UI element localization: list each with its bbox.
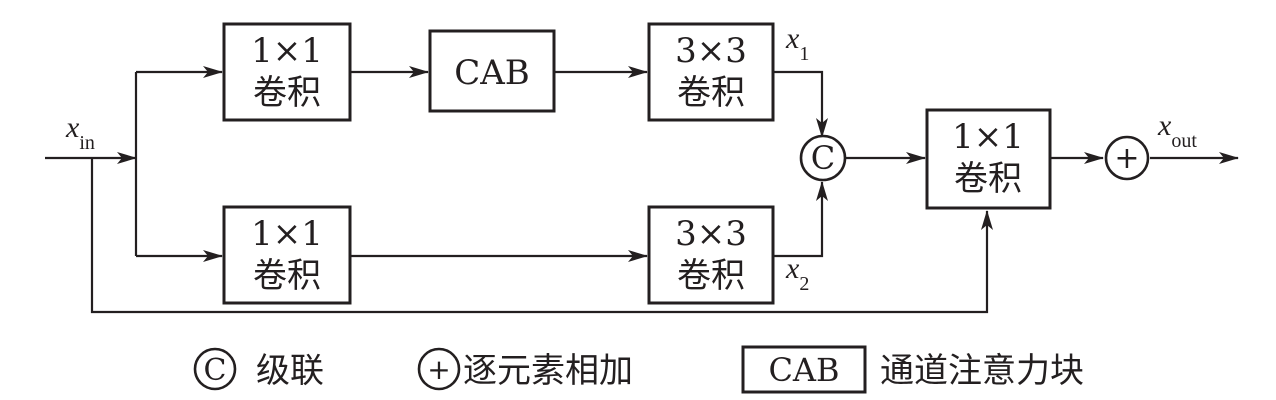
cab-label: CAB [454, 53, 530, 93]
legend-concat-label: 级联 [256, 351, 324, 391]
concat-operator: C [799, 134, 847, 182]
legend-add-symbol: + [427, 353, 450, 386]
conv3x3-bottom-size: 3×3 [675, 214, 747, 254]
legend: C 级联 + 逐元素相加 CAB 通道注意力块 [193, 345, 1084, 394]
conv1x1-bottom-label: 卷积 [253, 256, 321, 296]
x2-wire [773, 181, 828, 258]
legend-concat: C 级联 [193, 347, 324, 391]
conv1x1-top-label: 卷积 [253, 73, 321, 113]
x1-wire [773, 70, 828, 138]
x1-label: x1 [785, 22, 809, 65]
conv1x1-bottom-block: 1×1 卷积 [222, 205, 352, 305]
add-operator: + [1104, 135, 1150, 181]
conv1x1-bottom-size: 1×1 [251, 214, 323, 254]
legend-cab-label: 通道注意力块 [880, 351, 1084, 391]
conv3x3-top-size: 3×3 [675, 31, 747, 71]
conv1x1-top-block: 1×1 卷积 [222, 22, 352, 122]
conv1x1-out-label: 卷积 [954, 159, 1022, 199]
add-symbol: + [1114, 141, 1139, 176]
x2-label: x2 [785, 252, 809, 295]
x-out-label: xout [1157, 109, 1197, 152]
cab-block: CAB [428, 29, 556, 113]
concat-symbol: C [811, 139, 835, 177]
legend-concat-symbol: C [204, 353, 227, 388]
conv3x3-top-label: 卷积 [677, 73, 745, 113]
conv3x3-bottom-block: 3×3 卷积 [647, 205, 775, 305]
legend-add-label: 逐元素相加 [463, 351, 633, 391]
conv3x3-bottom-label: 卷积 [677, 256, 745, 296]
x-in-label: xin [65, 111, 95, 154]
conv1x1-out-block: 1×1 卷积 [925, 108, 1052, 210]
conv3x3-top-block: 3×3 卷积 [647, 22, 775, 122]
conv1x1-top-size: 1×1 [251, 31, 323, 71]
conv1x1-out-size: 1×1 [952, 117, 1024, 157]
legend-add: + 逐元素相加 [417, 347, 633, 391]
legend-cab: CAB 通道注意力块 [741, 345, 1084, 394]
skip-connection-wire [90, 158, 993, 314]
legend-cab-symbol: CAB [768, 351, 839, 389]
